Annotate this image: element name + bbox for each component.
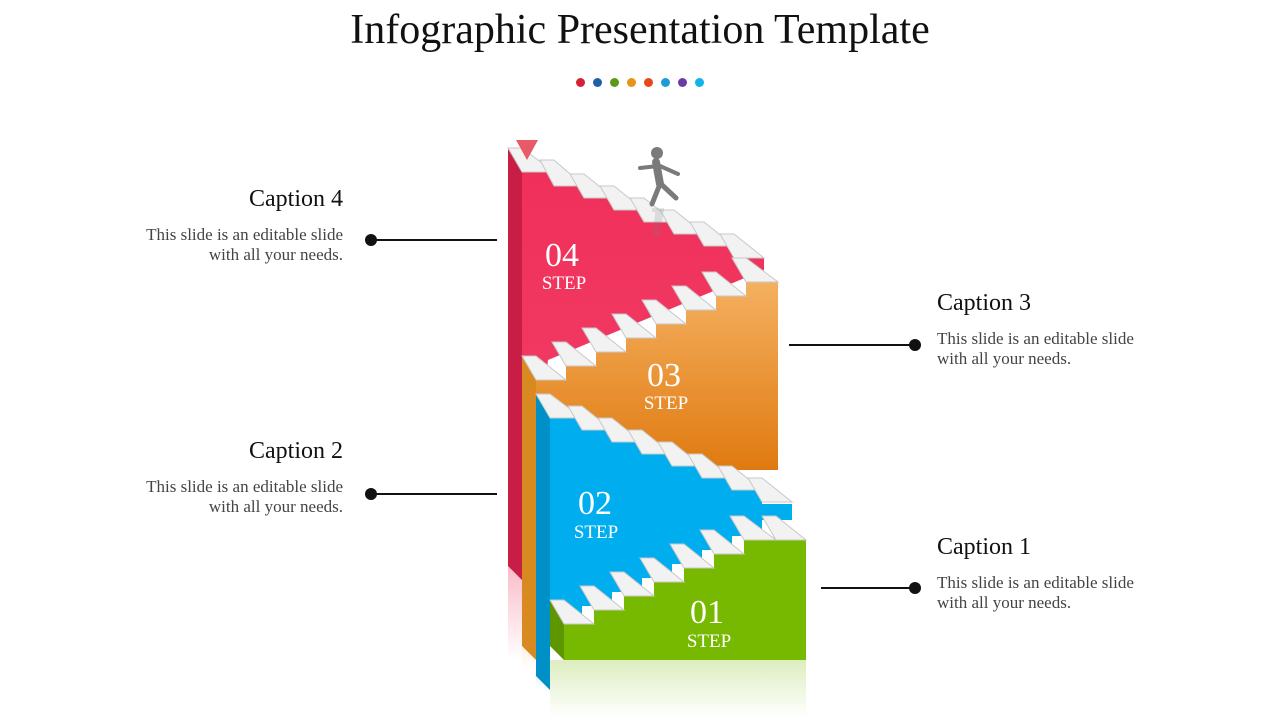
- decorative-dots: [576, 74, 712, 87]
- down-arrow-marker-icon: [516, 140, 538, 160]
- caption-4-text-line2: with all your needs.: [208, 245, 343, 264]
- caption-2-title: Caption 2: [249, 438, 343, 464]
- decorative-dot: [610, 78, 619, 87]
- decorative-dot: [644, 78, 653, 87]
- step4-stairs-white: [507, 147, 766, 259]
- step2-side: [536, 394, 550, 690]
- step2-stairs-white: [535, 393, 794, 503]
- caption-4: Caption 4 This slide is an editable slid…: [83, 186, 343, 265]
- decorative-dot: [695, 78, 704, 87]
- step3-side: [522, 356, 536, 660]
- connector-caption1: [821, 582, 921, 594]
- connector-caption2: [365, 488, 497, 500]
- caption-4-text-line1: This slide is an editable slide: [146, 225, 343, 244]
- caption-1: Caption 1 This slide is an editable slid…: [937, 534, 1197, 613]
- step4-reflection: [508, 560, 522, 660]
- step2-face: [550, 418, 792, 620]
- step1-reflection: [550, 660, 806, 718]
- decorative-dot: [678, 78, 687, 87]
- step2-number: 02: [578, 485, 612, 522]
- person-reflection: [652, 207, 664, 237]
- caption-2-text-line1: This slide is an editable slide: [146, 477, 343, 496]
- step1-stairs-white: [549, 515, 808, 625]
- caption-3-text-line1: This slide is an editable slide: [937, 329, 1134, 348]
- step4-side: [508, 148, 522, 580]
- caption-4-title: Caption 4: [249, 186, 343, 212]
- step4-face: [522, 172, 764, 600]
- caption-2: Caption 2 This slide is an editable slid…: [83, 438, 343, 517]
- step4-label: STEP: [542, 273, 586, 294]
- step2-label: STEP: [574, 522, 618, 543]
- step3-label: STEP: [644, 393, 688, 414]
- caption-1-text-line2: with all your needs.: [937, 593, 1072, 612]
- step1-number: 01: [690, 594, 724, 631]
- caption-1-title: Caption 1: [937, 534, 1031, 560]
- decorative-dot: [627, 78, 636, 87]
- caption-1-text-line1: This slide is an editable slide: [937, 573, 1134, 592]
- slide-title: Infographic Presentation Template: [350, 7, 930, 53]
- person-walking-icon: [638, 147, 680, 207]
- caption-3-text-line2: with all your needs.: [937, 349, 1072, 368]
- decorative-dot: [661, 78, 670, 87]
- step1-label: STEP: [687, 631, 731, 652]
- caption-3: Caption 3 This slide is an editable slid…: [937, 290, 1197, 369]
- step1-face: [564, 540, 806, 660]
- step3-stairs-white: [521, 257, 780, 381]
- connector-caption3: [789, 339, 921, 351]
- decorative-dot: [576, 78, 585, 87]
- step4-number: 04: [545, 237, 579, 274]
- step3-number: 03: [647, 357, 681, 394]
- caption-3-title: Caption 3: [937, 290, 1031, 316]
- caption-2-text-line2: with all your needs.: [208, 497, 343, 516]
- connector-caption4: [365, 234, 497, 246]
- decorative-dot: [593, 78, 602, 87]
